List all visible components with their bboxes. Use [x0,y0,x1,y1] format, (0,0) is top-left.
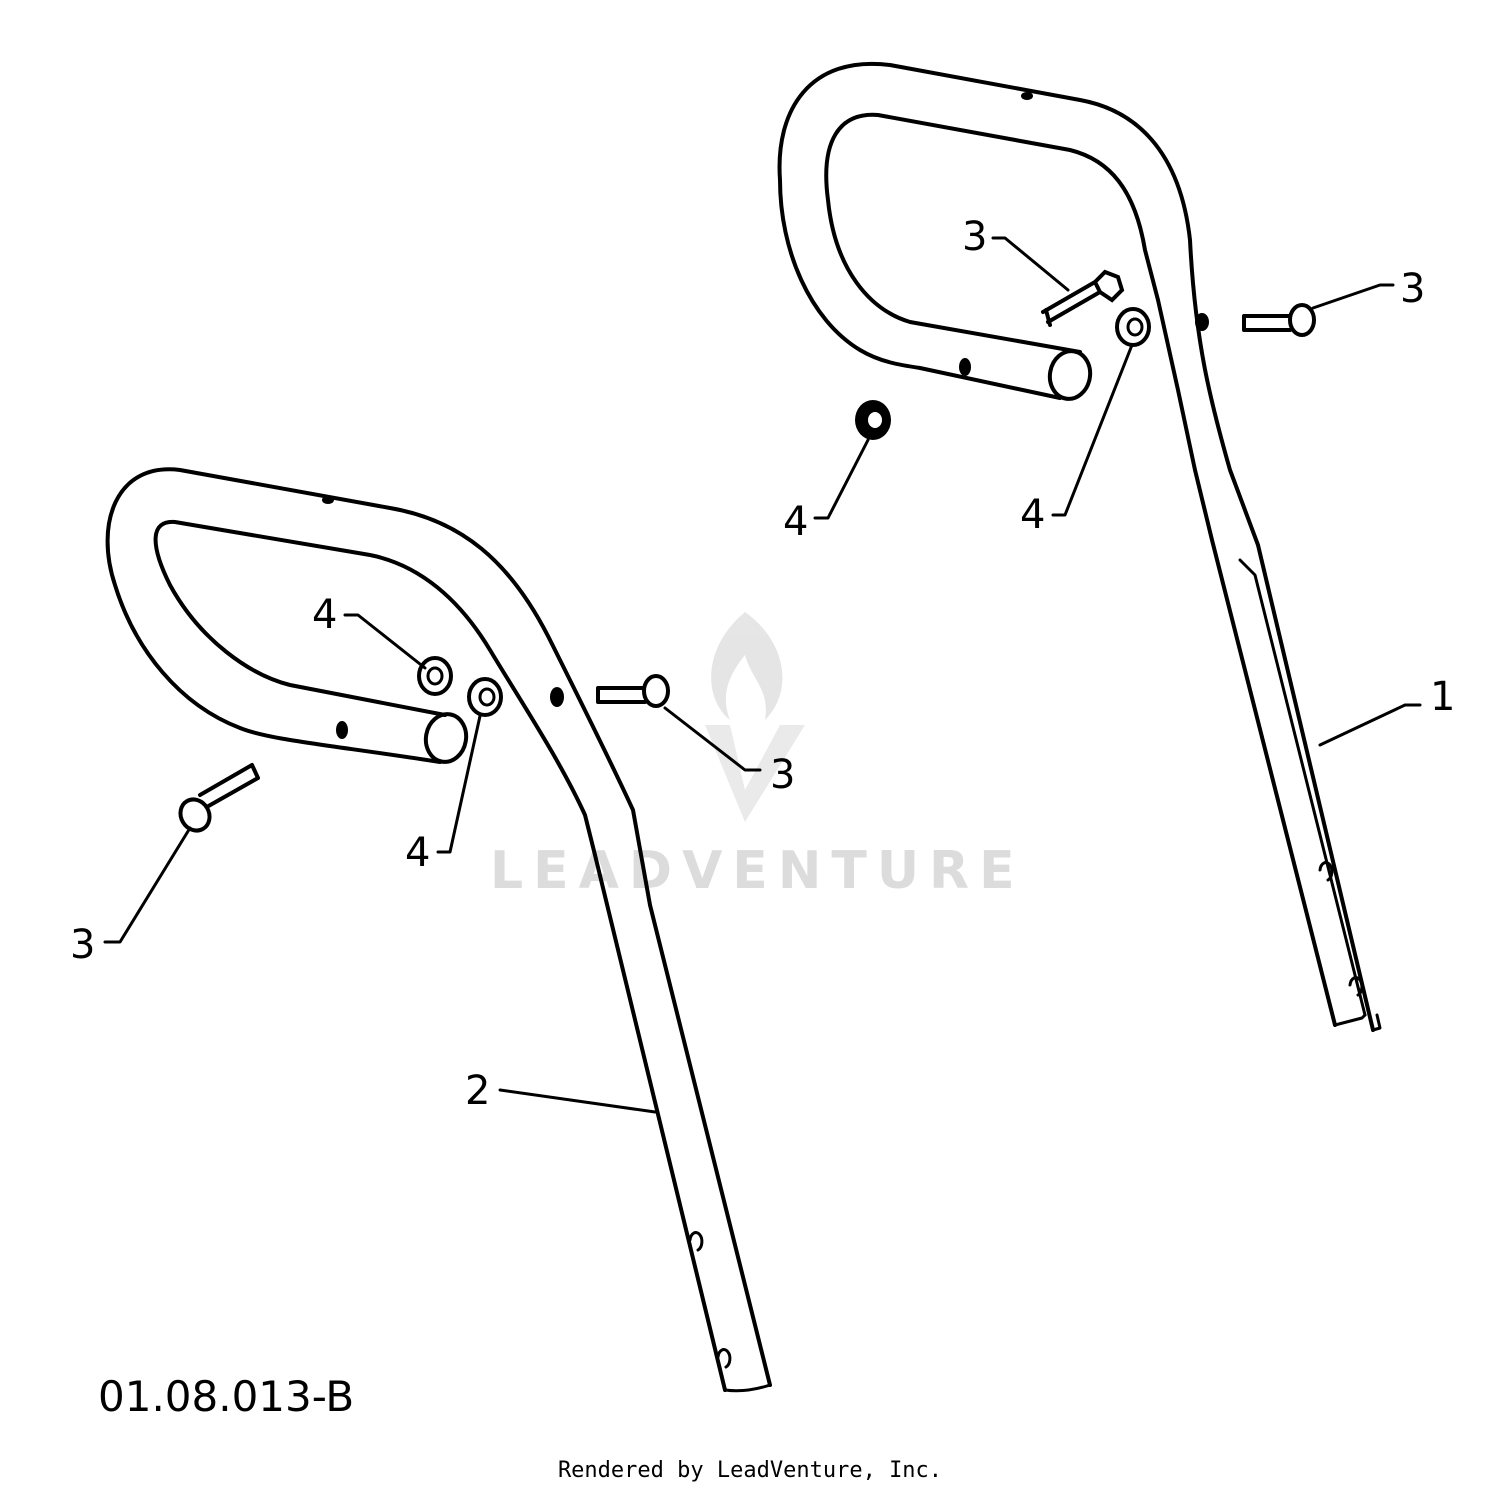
callout-3-lower-left: 3 [70,922,95,968]
footer-credit: Rendered by LeadVenture, Inc. [557,1458,943,1483]
callout-4-upper-right: 4 [1020,492,1045,538]
callout-3-upper-right: 3 [1400,266,1425,312]
nut-upper-left [855,400,891,440]
nut-lower-right [467,677,503,717]
leader-lines [103,236,1422,1114]
figure-id: 01.08.013-B [98,1372,355,1421]
callout-4-upper-left: 4 [783,499,808,545]
part-2-handle [105,467,772,1393]
nut-upper-center [1115,307,1151,347]
callout-2: 2 [465,1068,490,1114]
callout-3-lower-right: 3 [770,752,795,798]
watermark: LEADVENTURE [490,612,1025,901]
nut-lower-center [417,656,453,696]
callout-3-upper-center: 3 [962,214,987,260]
bolt-lower-left [178,763,260,833]
callout-4-lower-center: 4 [312,592,337,638]
bolt-lower-right [596,674,670,708]
callout-1: 1 [1430,674,1455,720]
bolt-upper-center [1041,269,1125,327]
part-1-handle [777,61,1382,1032]
callout-4-lower-right: 4 [405,830,430,876]
bolt-upper-right [1242,303,1316,337]
watermark-v-icon [705,725,805,822]
watermark-text: LEADVENTURE [490,841,1025,901]
watermark-flame-icon [711,612,783,720]
